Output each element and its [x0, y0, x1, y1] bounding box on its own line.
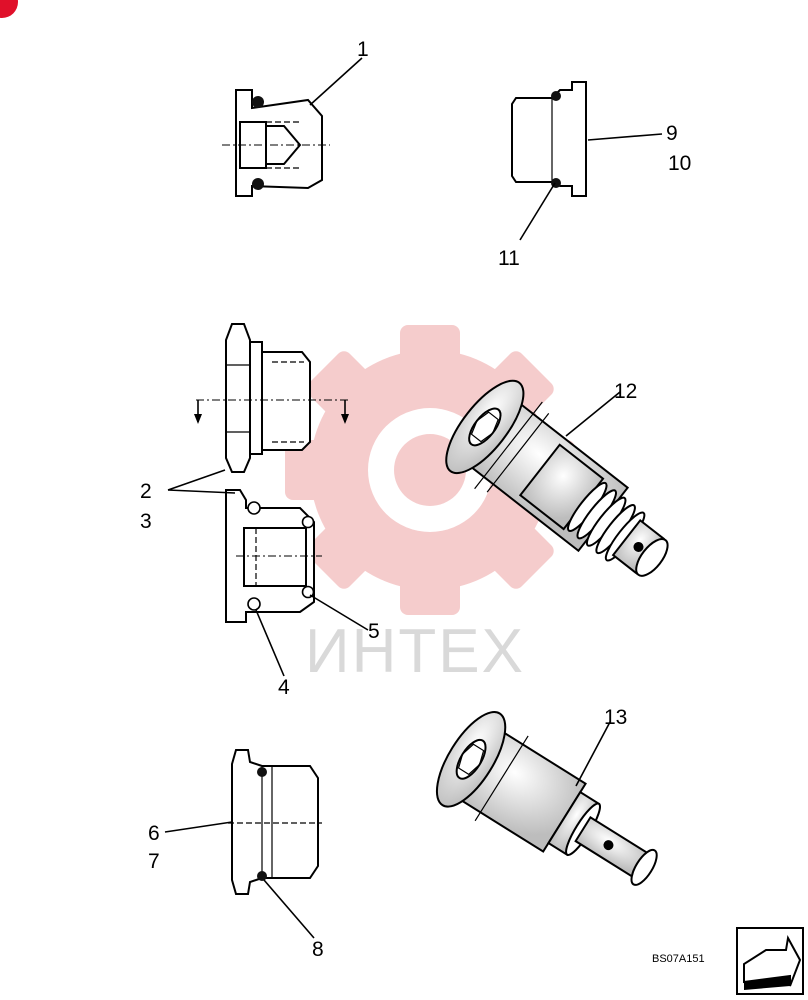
callout-13: 13 — [604, 706, 627, 729]
callout-labels: 1 9 10 11 12 2 3 5 4 13 6 7 8 — [140, 38, 691, 961]
callout-1: 1 — [357, 38, 369, 61]
part-12-cartridge — [445, 379, 669, 577]
callout-5: 5 — [368, 620, 380, 643]
callout-2: 2 — [140, 480, 152, 503]
leader-lines — [164, 57, 663, 939]
part-1-plug — [222, 89, 330, 197]
watermark-text: ИНТЕХ — [305, 617, 525, 686]
callout-10: 10 — [668, 152, 691, 175]
part-9-plug — [511, 81, 587, 197]
callout-8: 8 — [312, 938, 324, 961]
callout-3: 3 — [140, 510, 152, 533]
callout-7: 7 — [148, 850, 160, 873]
part-6-plug — [228, 749, 322, 895]
corner-marker — [0, 0, 18, 18]
callout-12: 12 — [614, 380, 637, 403]
part-3-cutaway — [225, 489, 322, 623]
next-page-arrow-icon[interactable] — [736, 927, 804, 995]
callout-9: 9 — [666, 122, 678, 145]
part-13-cartridge — [435, 711, 658, 886]
drawing-code: BS07A151 — [652, 953, 705, 965]
callout-11: 11 — [498, 247, 520, 270]
callout-4: 4 — [278, 676, 290, 699]
callout-6: 6 — [148, 822, 160, 845]
part-2-fitting — [194, 323, 350, 473]
